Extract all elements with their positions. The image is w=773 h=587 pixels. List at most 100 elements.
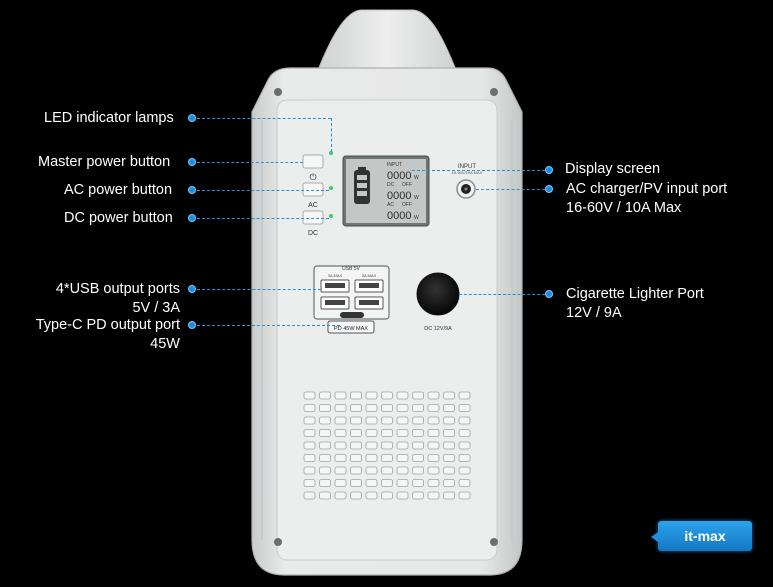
vent-slot	[381, 441, 393, 450]
svg-text:3A MAX: 3A MAX	[362, 273, 377, 278]
vent-slot	[319, 479, 331, 487]
vent-slot	[412, 441, 424, 450]
ac-power-button	[302, 182, 324, 197]
svg-text:DC 12V/9A: DC 12V/9A	[424, 326, 452, 332]
vent-slot	[381, 429, 393, 437]
svg-text:3A MAX: 3A MAX	[328, 273, 343, 278]
callout-dc-label: DC power button	[64, 210, 173, 226]
vent-slot	[350, 416, 362, 425]
vent-slot	[412, 454, 424, 462]
usb-port	[354, 296, 384, 310]
vent-slot	[458, 416, 471, 425]
vent-slot	[443, 454, 455, 462]
callout-master-label: Master power button	[38, 154, 171, 170]
vent-slot	[443, 404, 455, 412]
callout-cig-spec: 12V / 9A	[566, 305, 622, 321]
vent-slot	[427, 391, 440, 400]
vent-slot	[334, 466, 347, 475]
vent-slot	[319, 441, 331, 450]
vent-slot	[412, 479, 424, 487]
dc-button-label: DC	[308, 230, 318, 237]
vent-slot	[319, 454, 331, 462]
carry-handle	[317, 9, 457, 71]
vent-slot	[396, 454, 409, 462]
vent-slot	[427, 466, 440, 475]
type-c-port	[340, 312, 364, 318]
svg-text:PD 45W MAX: PD 45W MAX	[334, 326, 368, 332]
svg-text:AC: AC	[387, 202, 394, 208]
vent-slot	[458, 479, 471, 487]
vent-slot	[303, 479, 316, 487]
svg-text:W: W	[414, 215, 419, 221]
ac-button-label: AC	[308, 202, 318, 209]
vent-slot	[443, 491, 455, 500]
led-indicator	[329, 151, 333, 155]
svg-text:W: W	[414, 175, 419, 181]
vent-slot	[443, 416, 455, 425]
vent-slot	[365, 466, 378, 475]
vent-slot	[427, 429, 440, 437]
vent-slot	[365, 479, 378, 487]
usb-port	[320, 296, 350, 310]
usb-port	[354, 279, 384, 293]
callout-dot	[545, 290, 553, 298]
vent-slot	[458, 491, 471, 500]
vent-slot	[427, 404, 440, 412]
callout-ac-label: AC power button	[64, 182, 173, 198]
vent-slot	[334, 404, 347, 412]
vent-slot	[350, 479, 362, 487]
power-icon: ⏻	[309, 172, 316, 182]
vent-slot	[319, 404, 331, 412]
vent-slot	[412, 416, 424, 425]
vent-slot	[427, 416, 440, 425]
vent-slot	[443, 466, 455, 475]
vent-slot	[458, 404, 471, 412]
battery-icon	[354, 167, 370, 204]
vent-slot	[334, 391, 347, 400]
vent-slot	[319, 466, 331, 475]
vent-slot	[381, 416, 393, 425]
vent-slot	[396, 466, 409, 475]
vent-slot	[303, 454, 316, 462]
callout-acinput-spec: 16-60V / 10A Max	[566, 200, 682, 216]
vent-slot	[334, 491, 347, 500]
led-indicator	[329, 214, 333, 218]
vent-slot	[396, 404, 409, 412]
input-sublabel: 16-60V/10A MAX	[452, 170, 483, 175]
vent-slot	[396, 429, 409, 437]
cigarette-lighter-port	[416, 272, 460, 316]
vent-slot	[443, 429, 455, 437]
vent-slot	[319, 491, 331, 500]
callout-cig-label: Cigarette Lighter Port	[566, 286, 704, 302]
svg-text:OFF: OFF	[402, 202, 412, 208]
vent-slot	[443, 391, 455, 400]
vent-slot	[458, 466, 471, 475]
svg-text:OFF: OFF	[402, 182, 412, 188]
led-indicator	[329, 186, 333, 190]
callout-led-label: LED indicator lamps	[44, 110, 174, 126]
vent-slot	[396, 391, 409, 400]
callout-usb-label: 4*USB output ports	[55, 281, 180, 297]
vent-slot	[350, 466, 362, 475]
vent-slot	[334, 441, 347, 450]
vent-slot	[396, 416, 409, 425]
callout-display-label: Display screen	[565, 161, 661, 177]
dc-power-button	[302, 210, 324, 225]
vent-slot	[443, 479, 455, 487]
vent-slot	[303, 429, 316, 437]
vent-slot	[303, 466, 316, 475]
callout-acinput-label: AC charger/PV input port	[566, 181, 728, 197]
vent-slot	[381, 391, 393, 400]
callout-dot	[188, 158, 196, 166]
callout-dot	[545, 166, 553, 174]
vent-slot	[396, 441, 409, 450]
input-label: INPUT	[458, 164, 476, 170]
vent-slot	[365, 404, 378, 412]
vent-slot	[443, 441, 455, 450]
brand-tag: it-max	[651, 521, 752, 551]
vent-slot	[350, 391, 362, 400]
vent-slot	[303, 416, 316, 425]
vent-slot	[350, 429, 362, 437]
vent-slot	[319, 429, 331, 437]
vent-slot	[427, 479, 440, 487]
